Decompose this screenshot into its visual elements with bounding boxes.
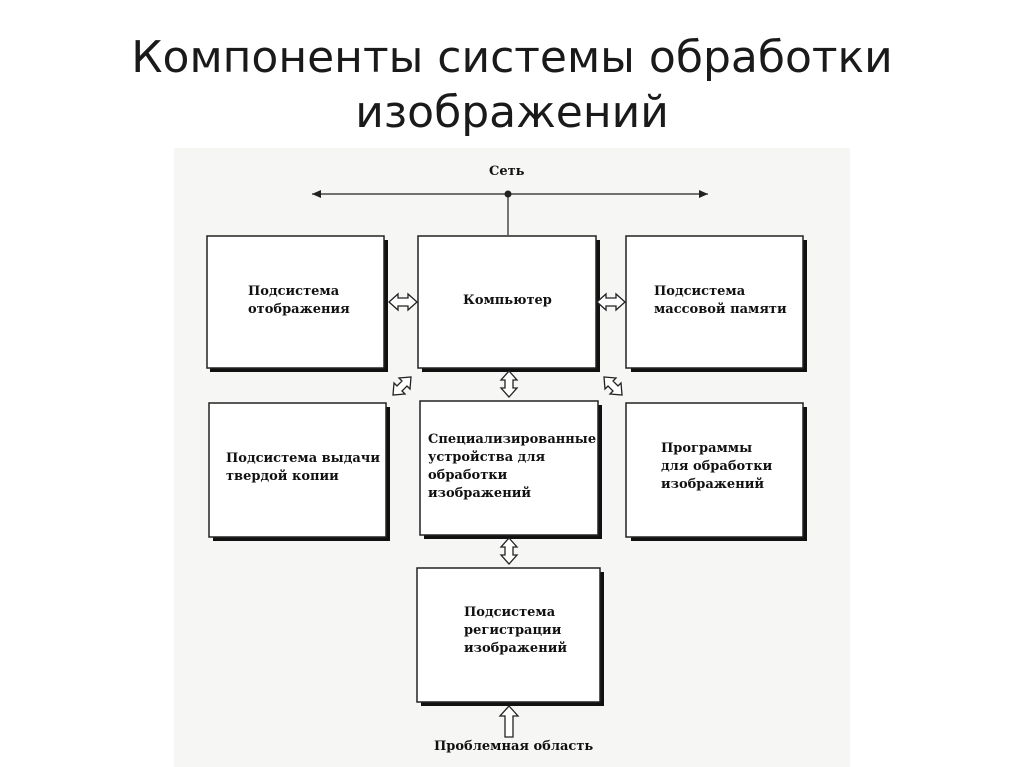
box-specialized-label: Специализированные устройства для обрабо… <box>428 432 597 501</box>
box-sensing-frame <box>416 567 601 703</box>
arrow-problem-area <box>498 705 520 738</box>
network-arrow-right <box>699 190 708 198</box>
slide-title-line1: Компоненты системы обработки <box>131 32 893 83</box>
slide-title-line2: изображений <box>355 87 669 138</box>
box-display-frame <box>206 235 385 369</box>
box-hardcopy-label: Подсистема выдачи твердой копии <box>226 451 380 484</box>
box-sensing-label: Подсистема регистрации изображений <box>464 605 567 656</box>
problem-area-label: Проблемная область <box>434 739 594 754</box>
arrow-computer-storage <box>596 292 626 312</box>
box-storage-frame <box>625 235 804 369</box>
arrow-display-computer <box>388 292 418 312</box>
box-hardcopy-frame <box>208 402 387 538</box>
network-label: Сеть <box>489 164 525 179</box>
box-software-frame <box>625 402 804 538</box>
box-storage-label: Подсистема массовой памяти <box>654 284 787 317</box>
box-specialized-frame <box>419 400 599 536</box>
network-arrow-left <box>312 190 321 198</box>
box-computer-label: Компьютер <box>463 293 552 308</box>
box-software-label: Программы для обработки изображений <box>661 441 773 492</box>
slide-title: Компоненты системы обработки изображений <box>0 30 1024 140</box>
arrow-computer-specialized <box>499 370 519 398</box>
box-display-label: Подсистема отображения <box>248 284 350 317</box>
arrow-computer-hardcopy <box>392 376 412 396</box>
arrow-specialized-sensing <box>499 537 519 565</box>
box-computer-frame <box>417 235 597 369</box>
arrow-computer-software <box>603 376 623 396</box>
